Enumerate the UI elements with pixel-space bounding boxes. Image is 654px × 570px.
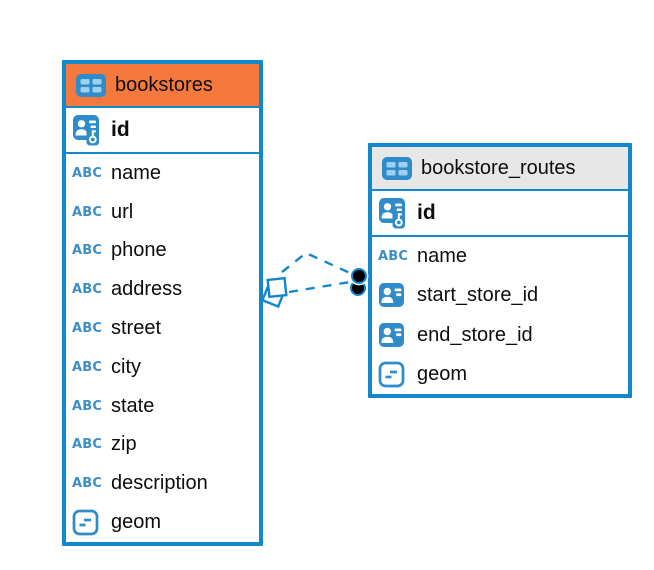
geometry-icon [378,361,408,388]
primary-key-icon [378,197,408,229]
foreign-key-icon [378,282,408,309]
primary-key-icon [72,114,102,146]
column-row-name[interactable]: ABC name [66,154,259,193]
column-row-id[interactable]: id [372,191,628,235]
text-icon: ABC [72,204,103,220]
column-name: phone [111,239,167,262]
table-title: bookstores [115,73,213,96]
pk-section: id [66,108,259,154]
column-name: state [111,394,155,417]
column-name: end_store_id [417,323,533,346]
text-icon: ABC [378,249,409,265]
relationship-line-group[interactable] [281,251,351,294]
foreign-key-icon [378,322,408,349]
column-name: geom [417,362,468,385]
column-row-name[interactable]: ABC name [372,237,628,276]
column-name: zip [111,433,137,456]
column-name: street [111,317,162,340]
column-name: description [111,472,208,495]
relationship-one-end-dots[interactable] [349,266,369,296]
relationship-line-upper [281,251,351,275]
relationship-many-end-diamond[interactable] [260,276,288,309]
column-row-geom[interactable]: geom [372,355,628,394]
text-icon: ABC [72,437,103,453]
table-bookstore_routes[interactable]: bookstore_routes id ABC name start_store_i… [368,143,632,398]
column-row-street[interactable]: ABC street [66,309,259,348]
column-name: start_store_id [417,284,539,307]
column-name: city [111,355,141,378]
column-name: address [111,278,183,301]
relationship-line-lower [288,280,351,294]
text-icon: ABC [72,321,103,337]
column-name: url [111,200,134,223]
column-row-description[interactable]: ABC description [66,464,259,503]
table-icon [382,156,412,180]
text-icon: ABC [72,282,103,298]
table-header[interactable]: bookstores [66,64,259,108]
column-row-zip[interactable]: ABC zip [66,426,259,465]
column-name: name [111,161,162,184]
column-name: geom [111,511,162,534]
column-row-phone[interactable]: ABC phone [66,232,259,271]
text-icon: ABC [72,398,103,414]
column-row-city[interactable]: ABC city [66,348,259,387]
table-header[interactable]: bookstore_routes [372,147,628,191]
text-icon: ABC [72,243,103,259]
column-row-end_store_id[interactable]: end_store_id [372,316,628,355]
column-row-state[interactable]: ABC state [66,387,259,426]
table-icon [76,73,106,97]
column-row-address[interactable]: ABC address [66,270,259,309]
column-name: id [111,118,130,141]
column-row-id[interactable]: id [66,108,259,152]
column-name: id [417,201,436,224]
column-row-start_store_id[interactable]: start_store_id [372,276,628,315]
text-icon: ABC [72,165,103,181]
column-name: name [417,245,468,268]
column-row-geom[interactable]: geom [66,503,259,542]
geometry-icon [72,509,102,536]
text-icon: ABC [72,476,103,492]
pk-section: id [372,191,628,237]
text-icon: ABC [72,359,103,375]
column-row-url[interactable]: ABC url [66,193,259,232]
table-title: bookstore_routes [421,156,576,179]
